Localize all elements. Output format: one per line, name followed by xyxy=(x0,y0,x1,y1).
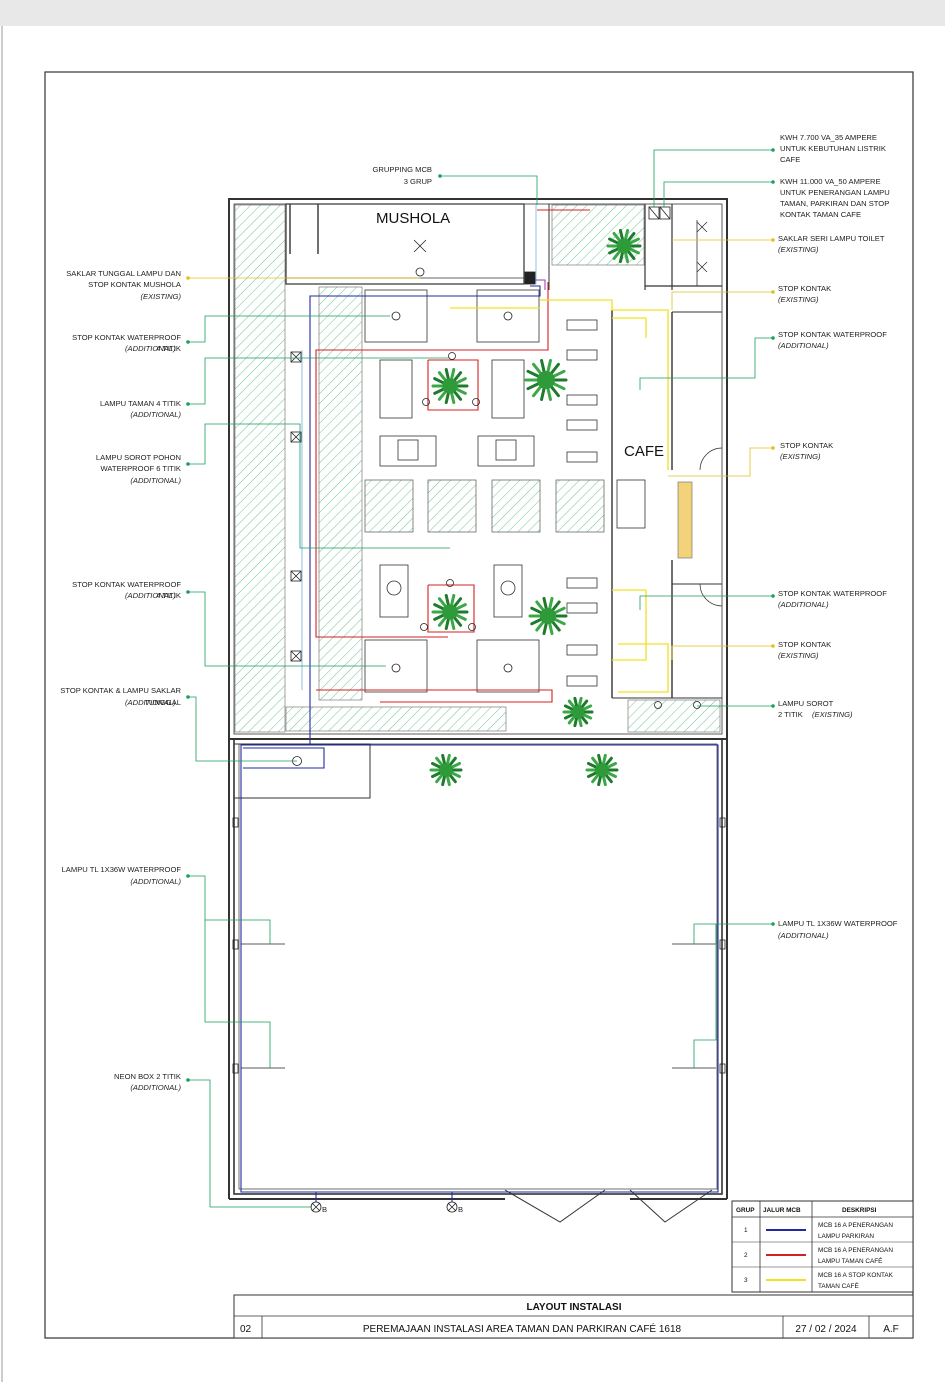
callout-kwh-7700-line-3: CAFE xyxy=(780,155,800,164)
callout-lampu-taman-note: (ADDITIONAL) xyxy=(130,410,181,419)
callout-sk-waterproof-b-line-2: 4 TITIK xyxy=(156,591,181,600)
callout-neon-box-line-1: NEON BOX 2 TITIK xyxy=(114,1072,181,1081)
callout-sk-waterproof-b-line-1: STOP KONTAK WATERPROOF xyxy=(72,580,181,589)
callout-sk-waterproof-d-note: (ADDITIONAL) xyxy=(778,600,829,609)
room-label-cafe: CAFE xyxy=(624,443,664,460)
legend-row-1-grup: 1 xyxy=(744,1227,748,1234)
callout-lampu-tl-left-note: (ADDITIONAL) xyxy=(130,877,181,886)
callout-lampu-sorot-2-note: (EXISTING) xyxy=(812,710,853,719)
legend-row-3-desc-1: MCB 16 A STOP KONTAK xyxy=(818,1272,894,1279)
callout-kwh-7700-line-1: KWH 7.700 VA_35 AMPERE xyxy=(780,133,877,142)
callout-saklar-toilet-line-1: SAKLAR SERI LAMPU TOILET xyxy=(778,234,885,243)
legend-row-3-desc-2: TAMAN CAFÉ xyxy=(818,1281,859,1290)
right-callout-texts: KWH 7.700 VA_35 AMPERE UNTUK KEBUTUHAN L… xyxy=(778,133,898,940)
callout-sk-existing-c-note: (EXISTING) xyxy=(778,651,819,660)
callout-sk-waterproof-a-note-inline: (ADDITIONAL) xyxy=(125,344,176,353)
mcb-legend-table: GRUP JALUR MCB DESKRIPSI 1 MCB 16 A PENE… xyxy=(731,1200,914,1293)
title-block-title: LAYOUT INSTALASI xyxy=(526,1302,621,1313)
callout-lampu-tl-right-note: (ADDITIONAL) xyxy=(778,931,829,940)
callout-lampu-taman-line-1: LAMPU TAMAN 4 TITIK xyxy=(100,399,181,408)
callout-lampu-tl-left-line-1: LAMPU TL 1X36W WATERPROOF xyxy=(62,865,182,874)
left-callout-texts: SAKLAR TUNGGAL LAMPU DAN STOP KONTAK MUS… xyxy=(60,165,432,1092)
circuit-red-taman xyxy=(315,209,590,703)
circuit-light-blue xyxy=(301,205,537,690)
callout-sk-existing-a-line-1: STOP KONTAK xyxy=(778,284,831,293)
room-label-mushola: MUSHOLA xyxy=(376,210,450,227)
callout-leader-lines xyxy=(188,149,773,1208)
callout-lampu-sorot-pohon-line-2: WATERPROOF 6 TITIK xyxy=(101,464,181,473)
callout-sk-waterproof-a-line-2: 4 TITIK xyxy=(156,344,181,353)
circuit-blue-parkiran xyxy=(240,285,719,1202)
legend-row-2-desc-1: MCB 16 A PENERANGAN xyxy=(818,1247,893,1254)
callout-sk-existing-a-note: (EXISTING) xyxy=(778,295,819,304)
legend-row-2-grup: 2 xyxy=(744,1252,748,1259)
legend-row-2-desc-2: LAMPU TAMAN CAFÉ xyxy=(818,1256,882,1265)
callout-sk-waterproof-c-note: (ADDITIONAL) xyxy=(778,341,829,350)
callout-kwh-11000-line-2: UNTUK PENERANGAN LAMPU xyxy=(780,188,890,197)
callout-saklar-toilet-note: (EXISTING) xyxy=(778,245,819,254)
title-block-sheet-no: 02 xyxy=(240,1324,252,1335)
callout-sk-lampu-saklar-note-inline: (ADDITIONAL) xyxy=(125,698,176,707)
callout-sk-existing-b-line-1: STOP KONTAK xyxy=(780,441,833,450)
callout-kwh-11000-line-4: KONTAK TAMAN CAFE xyxy=(780,210,861,219)
callout-lampu-sorot-pohon-line-1: LAMPU SOROT POHON xyxy=(96,453,181,462)
callout-sk-waterproof-d-line-1: STOP KONTAK WATERPROOF xyxy=(778,589,887,598)
plant-5 xyxy=(528,596,568,636)
callout-saklar-mushola-note: (EXISTING) xyxy=(140,292,181,301)
callout-sk-lampu-saklar-line-2: TUNGGAL xyxy=(144,698,181,707)
title-block-project: PEREMAJAAN INSTALASI AREA TAMAN DAN PARK… xyxy=(363,1322,682,1335)
left-callout-inline-notes: (ADDITIONAL) (ADDITIONAL) (ADDITIONAL) xyxy=(125,344,176,707)
viewer-top-bar xyxy=(0,0,945,26)
floor-plan-drawing: MUSHOLA CAFE B B xyxy=(1,26,914,1382)
title-block: LAYOUT INSTALASI 02 PEREMAJAAN INSTALASI… xyxy=(233,1294,914,1339)
callout-kwh-7700-line-2: UNTUK KEBUTUHAN LISTRIK xyxy=(780,144,886,153)
callout-neon-box-note: (ADDITIONAL) xyxy=(130,1083,181,1092)
callout-lampu-tl-right-line-1: LAMPU TL 1X36W WATERPROOF xyxy=(778,919,898,928)
callout-lampu-sorot-pohon-note: (ADDITIONAL) xyxy=(130,476,181,485)
callout-kwh-11000-line-1: KWH 11.000 VA_50 AMPERE xyxy=(780,177,881,186)
callout-kwh-11000-line-3: TAMAN, PARKIRAN DAN STOP xyxy=(780,199,889,208)
plant-6 xyxy=(562,696,594,728)
callout-saklar-mushola-line-2: STOP KONTAK MUSHOLA xyxy=(88,280,182,289)
circuit-yellow-stopkontak xyxy=(450,299,669,693)
title-block-author: A.F xyxy=(883,1324,899,1335)
garden-hatch-areas xyxy=(234,204,721,733)
tree-plants xyxy=(429,228,642,787)
callout-dots xyxy=(186,148,775,1082)
neon-box-mark-1: B xyxy=(322,1205,327,1214)
callout-grupping-mcb-line-1: GRUPPING MCB xyxy=(373,165,433,174)
drawing-sheet: MUSHOLA CAFE B B xyxy=(0,26,945,1382)
callout-lampu-sorot-2-line-2: 2 TITIK xyxy=(778,710,803,719)
legend-row-1-desc-1: MCB 16 A PENERANGAN xyxy=(818,1222,893,1229)
callout-sk-waterproof-c-line-1: STOP KONTAK WATERPROOF xyxy=(778,330,887,339)
legend-row-1-desc-2: LAMPU PARKIRAN xyxy=(818,1233,874,1240)
plant-3 xyxy=(524,359,568,401)
callout-lampu-sorot-2-line-1: LAMPU SOROT xyxy=(778,699,834,708)
plant-4 xyxy=(431,593,469,631)
neon-box-mark-2: B xyxy=(458,1205,463,1214)
building-walls xyxy=(228,198,728,1223)
callout-saklar-mushola-line-1: SAKLAR TUNGGAL LAMPU DAN xyxy=(66,269,181,278)
title-block-date: 27 / 02 / 2024 xyxy=(795,1324,857,1335)
callout-sk-waterproof-a-line-1: STOP KONTAK WATERPROOF xyxy=(72,333,181,342)
plant-8 xyxy=(585,753,619,787)
callout-sk-existing-b-note: (EXISTING) xyxy=(780,452,821,461)
cafe-furniture xyxy=(364,289,598,693)
callout-grupping-mcb-line-2: 3 GRUP xyxy=(404,177,432,186)
callout-sk-waterproof-b-note-inline: (ADDITIONAL) xyxy=(125,591,176,600)
plant-2 xyxy=(431,367,469,405)
callout-sk-lampu-saklar-line-1: STOP KONTAK & LAMPU SAKLAR xyxy=(60,686,181,695)
electrical-symbols xyxy=(232,206,726,1213)
legend-header-deskripsi: DESKRIPSI xyxy=(842,1207,877,1214)
callout-sk-existing-c-line-1: STOP KONTAK xyxy=(778,640,831,649)
legend-row-3-grup: 3 xyxy=(744,1277,748,1284)
legend-header-jalur: JALUR MCB xyxy=(763,1207,801,1214)
plant-7 xyxy=(429,753,463,787)
legend-header-grup: GRUP xyxy=(736,1207,755,1214)
plant-1 xyxy=(606,228,642,264)
